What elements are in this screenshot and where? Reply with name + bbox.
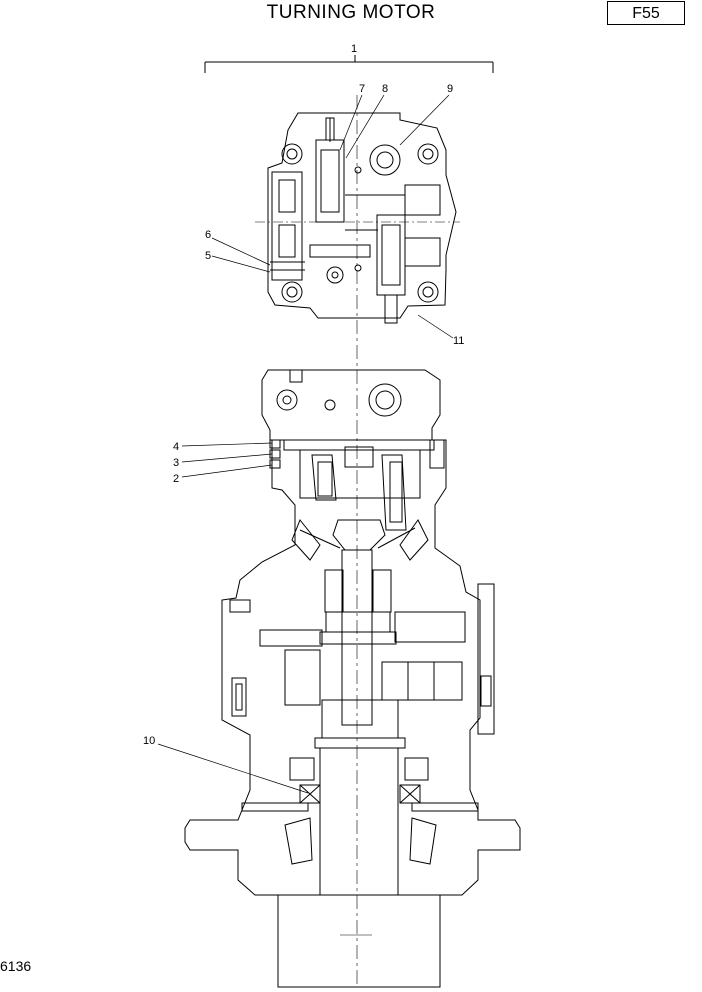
valve-block-top-view xyxy=(255,112,460,324)
callout-1: 1 xyxy=(351,43,357,55)
callout-6: 6 xyxy=(205,229,211,241)
callout-4: 4 xyxy=(173,441,179,453)
callout-10: 10 xyxy=(143,735,155,747)
motor-housing-section xyxy=(184,369,521,988)
callout-leaders xyxy=(157,94,454,794)
callout-11: 11 xyxy=(453,335,464,347)
callout-9: 9 xyxy=(447,83,453,95)
document-number: 6136 xyxy=(0,958,32,974)
page-title: TURNING MOTOR xyxy=(266,2,436,23)
callout-8: 8 xyxy=(382,83,388,95)
assembly-bracket xyxy=(204,55,494,73)
callout-2: 2 xyxy=(173,473,179,485)
page-code-box: F55 xyxy=(607,1,685,25)
callout-labels: 1 7 8 9 6 5 11 4 3 2 10 xyxy=(143,43,464,747)
callout-3: 3 xyxy=(173,457,179,469)
callout-7: 7 xyxy=(359,83,365,95)
callout-5: 5 xyxy=(205,250,211,262)
